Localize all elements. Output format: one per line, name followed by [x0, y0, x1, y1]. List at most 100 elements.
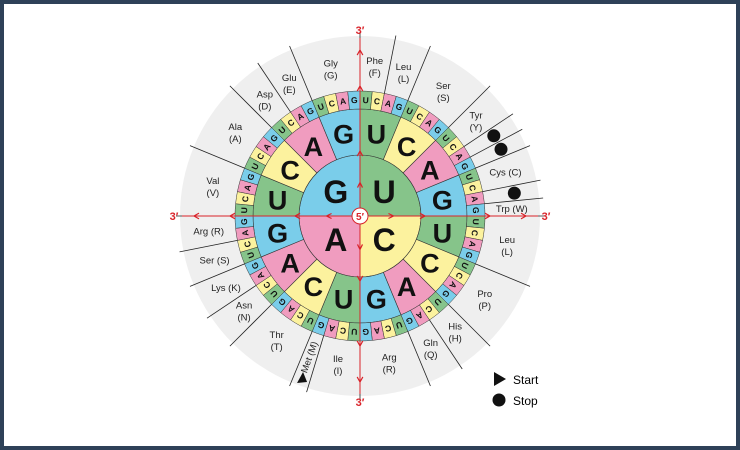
amino-acid-label: (H) [449, 333, 462, 344]
amino-acid-label: Val [206, 176, 219, 187]
amino-acid-label: Trp (W) [496, 204, 528, 215]
amino-acid-label: Asp [257, 90, 273, 101]
amino-acid-divider [189, 263, 245, 287]
third-base-letter: A [339, 96, 347, 107]
axis-arrow-icon [388, 212, 395, 220]
third-base-letter: U [249, 161, 261, 171]
third-base-letter: U [351, 327, 358, 337]
amino-acid-divider [407, 45, 431, 101]
third-base-letter: G [362, 327, 369, 337]
amino-acid-label: (T) [271, 342, 283, 353]
amino-acid-label: (D) [258, 102, 271, 113]
third-base-letter: U [316, 101, 325, 112]
third-base-letter: C [295, 310, 305, 322]
amino-acid-label: (Q) [424, 350, 438, 361]
axis-arrow-icon [356, 181, 364, 188]
stop-dot-icon [492, 393, 506, 407]
third-base-letter: A [242, 184, 253, 192]
axis-arrow-icon [228, 212, 236, 220]
third-base-letter: G [459, 161, 471, 172]
second-base-letter: C [280, 155, 300, 185]
third-base-letter: A [295, 111, 305, 123]
third-base-letter: A [454, 151, 466, 161]
amino-acid-divider [482, 179, 541, 193]
third-base-letter: A [285, 303, 296, 315]
third-base-letter: C [447, 141, 459, 152]
third-base-letter: C [328, 98, 336, 109]
third-base-letter: G [351, 95, 358, 105]
amino-acid-label: Phe [366, 56, 383, 67]
first-base-letter: A [324, 222, 347, 258]
amino-acid-label: Pro [477, 289, 492, 300]
stop-dot-icon [494, 142, 508, 156]
second-base-letter: G [366, 284, 387, 314]
amino-acid-label: (I) [334, 366, 343, 377]
amino-acid-label: (S) [437, 93, 450, 104]
third-base-letter: C [285, 117, 296, 129]
third-base-letter: C [255, 151, 267, 161]
amino-acid-label: Ser (S) [199, 256, 229, 267]
amino-acid-label: Ser [436, 81, 451, 92]
second-base-letter: G [333, 120, 354, 150]
amino-acid-label: Thr [270, 330, 284, 341]
amino-acid-label: (F) [369, 68, 381, 79]
amino-acid-divider [206, 285, 257, 319]
amino-acid-label: Asn [236, 301, 252, 312]
third-base-letter: G [404, 315, 415, 327]
axis-arrow-icon [356, 48, 364, 56]
second-base-letter: A [280, 249, 300, 279]
amino-acid-label: (R) [383, 365, 396, 376]
legend-start-label: Start [513, 373, 539, 387]
stop-dot-icon [487, 129, 501, 143]
third-base-letter: A [467, 240, 478, 248]
amino-acid-label: (Y) [470, 122, 483, 133]
amino-acid-divider [429, 319, 463, 370]
third-base-letter: A [414, 310, 424, 322]
amino-acid-label: His [448, 321, 462, 332]
axis-arrow-icon [356, 376, 364, 384]
three-prime-label: 3′ [356, 397, 365, 409]
second-base-letter: A [420, 155, 440, 185]
amino-acid-divider [189, 145, 245, 169]
second-base-letter: U [334, 284, 354, 314]
amino-acid-label: Gln [423, 338, 438, 349]
amino-acid-divider [448, 85, 491, 128]
amino-acid-label: (L) [501, 247, 513, 258]
second-base-letter: G [432, 186, 453, 216]
amino-acid-label: Leu [499, 235, 515, 246]
third-base-letter: U [395, 319, 404, 330]
amino-acid-divider [475, 263, 531, 287]
third-base-letter: A [261, 141, 273, 152]
three-prime-label: 3′ [170, 211, 179, 223]
third-base-letter: U [239, 207, 249, 214]
second-base-letter: U [268, 186, 288, 216]
third-base-letter: A [240, 229, 251, 237]
three-prime-label: 3′ [356, 25, 365, 37]
amino-acid-divider [448, 304, 491, 347]
third-base-letter: A [447, 280, 459, 291]
third-base-letter: A [469, 195, 480, 203]
third-base-letter: A [255, 270, 267, 280]
five-prime-badge [351, 207, 369, 225]
third-base-letter: A [373, 325, 381, 336]
axis-arrow-icon [419, 212, 427, 220]
third-base-letter: U [463, 172, 474, 181]
second-base-letter: A [304, 132, 324, 162]
third-base-letter: C [467, 184, 478, 192]
axis-arrow-icon [192, 212, 200, 220]
amino-acid-label: Lys (K) [211, 283, 241, 294]
third-base-letter: G [305, 105, 316, 117]
third-base-letter: U [268, 288, 280, 299]
third-base-letter: A [384, 98, 392, 109]
axis-arrow-icon [356, 149, 364, 157]
third-base-letter: U [305, 315, 315, 327]
amino-acid-divider [289, 45, 313, 101]
second-base-letter: A [397, 272, 417, 302]
third-base-letter: G [276, 296, 288, 308]
third-base-letter: G [316, 319, 326, 331]
amino-acid-label: (G) [324, 70, 338, 81]
third-base-letter: U [459, 261, 471, 271]
first-base-letter: C [373, 222, 396, 258]
